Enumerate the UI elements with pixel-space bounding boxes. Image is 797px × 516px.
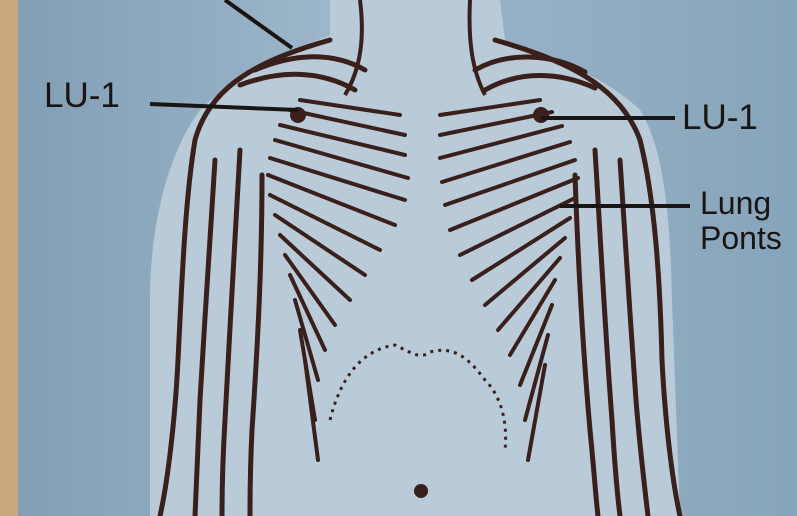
navel	[414, 484, 428, 498]
label-lung-points-line1: Lung	[700, 186, 782, 221]
label-lu1-right: LU-1	[682, 100, 758, 135]
lu1-point-right	[533, 107, 549, 123]
page-edge	[0, 0, 18, 516]
label-lung-points: Lung Ponts	[700, 186, 782, 255]
label-lu1-left: LU-1	[44, 78, 120, 113]
label-lung-points-line2: Ponts	[700, 221, 782, 256]
